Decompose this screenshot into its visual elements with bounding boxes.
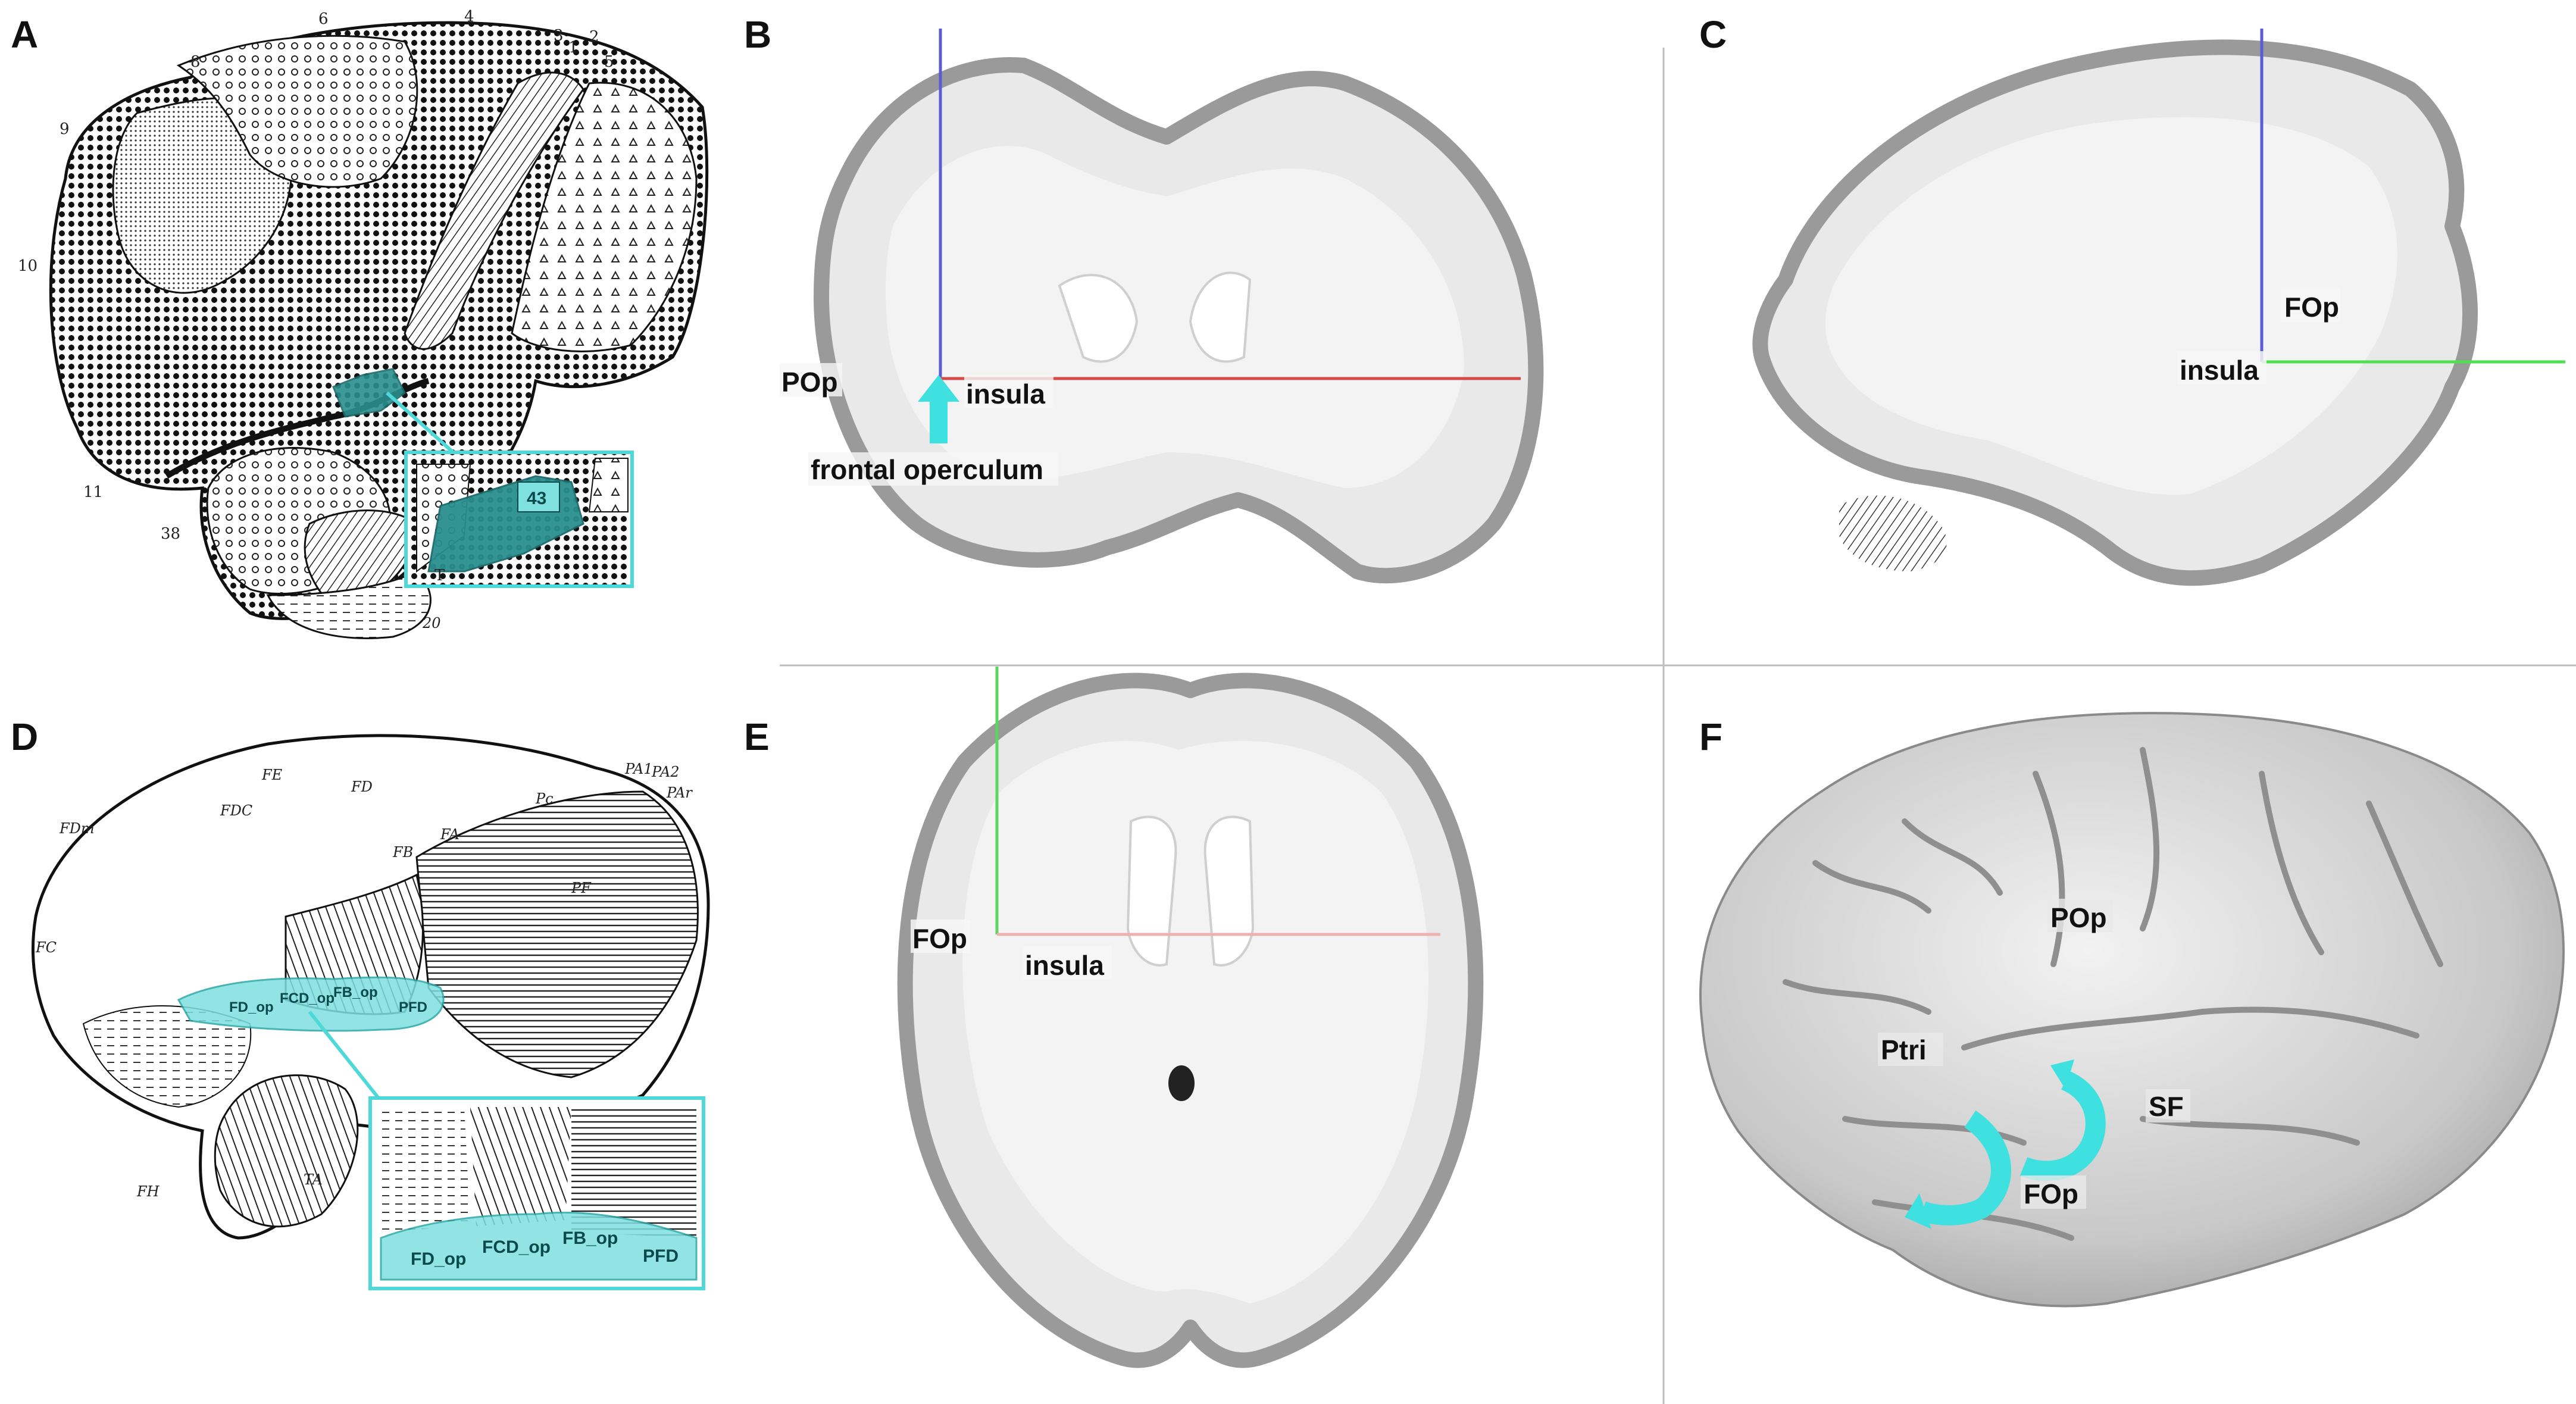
panel-a-region-circles xyxy=(176,35,418,188)
panel-f-arrow-right xyxy=(2019,1059,2106,1181)
panel-f: F POp Ptri SF xyxy=(1699,712,2565,1308)
panel-b-frontal-operculum-label: frontal operculum xyxy=(811,454,1043,485)
panel-d-code-pa1: PA1 xyxy=(624,761,653,777)
panel-d-region-lower-dash xyxy=(82,1005,252,1108)
panel-d-code-fd: FD xyxy=(351,778,373,795)
panel-a-num-11: 11 xyxy=(83,483,103,501)
panel-e-white-matter xyxy=(962,740,1428,1303)
panel-e: E FOp insula xyxy=(744,667,1484,1368)
panel-d-region-parietal-lines xyxy=(415,790,699,1078)
panel-d-code-fb: FB xyxy=(392,844,413,861)
panel-label-b: B xyxy=(744,13,771,56)
panel-d-code-pc: Pc xyxy=(535,790,554,807)
panel-a-region-central xyxy=(404,71,584,350)
panel-a-num-6: 6 xyxy=(318,10,329,28)
panel-c: C FOp insula xyxy=(1699,13,2565,586)
panel-label-f: F xyxy=(1699,715,1722,758)
panel-d-fdop-label: FD_op xyxy=(229,999,274,1015)
panel-c-cerebellum-like xyxy=(1839,495,1947,571)
panel-d-pfd-label: PFD xyxy=(399,999,427,1015)
panel-e-ventricle-left xyxy=(1126,815,1177,967)
panel-d-code-fdm: FDm xyxy=(59,820,95,837)
panel-d-inset-fdop-label: FD_op xyxy=(411,1249,466,1269)
panel-d-operculum-highlight xyxy=(177,976,445,1032)
panel-a-inset-tag: T xyxy=(434,567,445,584)
panel-a-num-2: 2 xyxy=(589,28,599,46)
panel-f-fop-label: FOp xyxy=(2024,1178,2078,1209)
panel-d-code-par: PAr xyxy=(666,784,693,801)
panel-d-code-fa: FA xyxy=(440,826,459,843)
panel-d-code-ta: TA xyxy=(304,1171,323,1188)
panel-label-c: C xyxy=(1699,13,1727,56)
panel-a-inset-number: 43 xyxy=(527,489,546,508)
panel-a-num-9: 9 xyxy=(60,120,70,138)
panel-e-fop-label: FOp xyxy=(912,923,967,954)
panel-a-inset: 43 T xyxy=(404,451,634,588)
panel-a-num-20: 20 xyxy=(422,615,441,631)
panel-b-ventricle-right xyxy=(1189,271,1252,363)
panel-a-num-4: 4 xyxy=(464,8,474,26)
panel-d-fbop-label: FB_op xyxy=(333,984,378,1000)
panel-f-brain-surface xyxy=(1699,712,2565,1308)
panel-label-e: E xyxy=(744,715,770,758)
panel-d-region-temporal xyxy=(214,1074,359,1228)
panel-c-fop-label: FOp xyxy=(2284,292,2339,323)
panel-f-ptri-label: Ptri xyxy=(1881,1034,1927,1065)
panel-f-arrow-left xyxy=(1905,1110,2011,1229)
panel-a-num-1: 1 xyxy=(568,39,579,57)
panel-d-code-pf: PF xyxy=(571,880,592,896)
panel-b: B POp insula frontal operculum xyxy=(744,13,1544,584)
panel-e-ventricle-right xyxy=(1203,815,1255,967)
panel-a-region-temporal-hatch xyxy=(304,509,418,608)
panel-a-num-3: 3 xyxy=(554,27,564,45)
panel-a-region-lower-dash xyxy=(266,570,432,639)
panel-a: A 43 T 1 2 3 4 5 6 8 9 10 11 20 xyxy=(11,8,709,639)
panel-a-area-43-highlight xyxy=(332,368,406,418)
panel-f-sulci xyxy=(1783,747,2443,1241)
panel-b-ventricle-left xyxy=(1058,274,1139,363)
panel-d-fcdop-label: FCD_op xyxy=(280,990,334,1006)
panel-d-inset: FD_op FCD_op FB_op PFD xyxy=(368,1096,705,1290)
panel-d-inset-fcdop-label: FCD_op xyxy=(482,1237,551,1257)
panel-d-code-fdc: FDC xyxy=(220,802,252,819)
panel-f-sf-label: SF xyxy=(2149,1091,2184,1122)
panel-d-inset-connector xyxy=(308,1011,383,1102)
panel-b-insula-label: insula xyxy=(966,379,1045,409)
panel-c-white-matter xyxy=(1825,117,2397,495)
panel-a-num-38: 38 xyxy=(161,525,180,543)
panel-b-up-arrow xyxy=(918,375,959,443)
panel-b-pop-label: POp xyxy=(781,367,838,398)
panel-d: D FD_op FCD_op FB_op PFD PA1 PA2 PAr FE … xyxy=(11,715,710,1290)
panel-a-num-8: 8 xyxy=(190,53,201,71)
panel-a-num-10: 10 xyxy=(18,257,37,275)
panel-a-num-5: 5 xyxy=(604,53,614,71)
panel-d-code-fc: FC xyxy=(35,939,57,956)
panel-label-a: A xyxy=(11,13,38,56)
panel-c-insula-label: insula xyxy=(2180,355,2259,386)
panel-d-inset-pfd-label: PFD xyxy=(643,1246,679,1266)
panel-a-region-parietal-triangles xyxy=(511,82,698,352)
panel-e-dark-structure xyxy=(1168,1065,1195,1101)
panel-label-d: D xyxy=(11,715,38,758)
panel-d-code-fe: FE xyxy=(261,767,283,783)
panel-f-pop-label: POp xyxy=(2050,902,2107,933)
panel-d-code-pa2: PA2 xyxy=(651,764,680,780)
panel-d-inset-fbop-label: FB_op xyxy=(562,1228,618,1248)
panel-e-insula-label: insula xyxy=(1025,950,1104,981)
panel-d-code-fh: FH xyxy=(136,1183,160,1200)
